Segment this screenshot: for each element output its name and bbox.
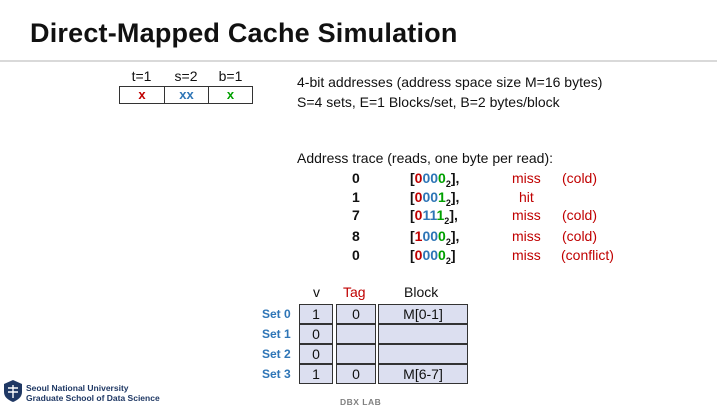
offset-bit: 0 — [438, 170, 446, 186]
trace-binary: [00002], — [410, 170, 460, 189]
trace-address: 7 — [352, 207, 360, 223]
trace-row: 1[00012],hit — [0, 189, 717, 209]
trace-result: miss — [512, 207, 541, 223]
trace-title: Address trace (reads, one byte per read)… — [297, 150, 554, 166]
offset-bit: 1 — [436, 207, 445, 223]
trace-row: 8[10002],miss(cold) — [0, 228, 717, 248]
valid-bit-cell: 0 — [299, 344, 333, 364]
trace-note: (cold) — [562, 207, 598, 223]
tag-column-header: Tag — [343, 284, 366, 300]
page-title: Direct-Mapped Cache Simulation — [30, 18, 458, 48]
trace-address: 0 — [352, 170, 360, 186]
base-subscript: 2 — [445, 178, 451, 189]
set-bits-label: s=2 — [174, 68, 198, 84]
tag-bit: 0 — [414, 207, 423, 223]
trace-note: (cold) — [562, 228, 598, 244]
set-bits: 11 — [422, 207, 437, 223]
set-bits: 00 — [422, 228, 439, 244]
block-cell — [378, 344, 468, 364]
offset-bit: 0 — [438, 247, 446, 263]
block-column-header: Block — [404, 284, 439, 300]
offset-bit: 0 — [438, 228, 446, 244]
trace-row: 0[00002],miss(cold) — [0, 170, 717, 190]
trace-address: 8 — [352, 228, 360, 244]
trace-note: (cold) — [562, 170, 598, 186]
tag-bit: 1 — [414, 228, 423, 244]
lab-name: DBX LAB — [340, 397, 382, 407]
block-cell: M[0-1] — [378, 304, 468, 324]
set-bits: 00 — [422, 170, 439, 186]
trace-result: hit — [519, 189, 534, 205]
tag-cell — [336, 324, 376, 344]
valid-bit-cell: 1 — [299, 364, 333, 384]
set-bits: 00 — [422, 247, 439, 263]
trace-row: 7[01112],miss(cold) — [0, 207, 717, 227]
valid-bit-cell: 1 — [299, 304, 333, 324]
trace-result: miss — [512, 247, 541, 263]
address-field-box: x xx x — [119, 86, 253, 104]
trace-result: miss — [512, 228, 541, 244]
base-subscript: 2 — [445, 236, 451, 247]
trace-result: miss — [512, 170, 541, 186]
tag-bit: 0 — [414, 247, 423, 263]
university-line-2: Graduate School of Data Science — [26, 393, 160, 403]
set-bits: 00 — [422, 189, 439, 205]
trace-binary: [00012], — [410, 189, 460, 208]
base-subscript: 2 — [445, 197, 451, 208]
tag-bits-cell: x — [120, 87, 165, 103]
university-line-1: Seoul National University — [26, 383, 129, 393]
base-subscript: 2 — [444, 215, 450, 226]
tag-bit: 0 — [414, 170, 423, 186]
set-label: Set 1 — [262, 327, 291, 341]
valid-bit-cell: 0 — [299, 324, 333, 344]
address-size-text: 4-bit addresses (address space size M=16… — [297, 74, 603, 90]
trace-address: 0 — [352, 247, 360, 263]
cache-parameters: 4-bit addresses (address space size M=16… — [297, 72, 602, 112]
university-logo-icon — [4, 380, 22, 402]
tag-cell — [336, 344, 376, 364]
offset-bit: 1 — [438, 189, 446, 205]
valid-column-header: v — [313, 284, 320, 300]
tag-bit: 0 — [414, 189, 423, 205]
tag-bits-label: t=1 — [131, 68, 152, 84]
tag-cell: 0 — [336, 304, 376, 324]
tag-cell: 0 — [336, 364, 376, 384]
offset-bits-label: b=1 — [218, 68, 243, 84]
trace-row: 0[00002]miss(conflict) — [0, 247, 717, 267]
trace-binary: [10002], — [410, 228, 460, 247]
address-field-labels: t=1 s=2 b=1 — [119, 68, 253, 84]
set-label: Set 3 — [262, 367, 291, 381]
set-bits-cell: xx — [165, 87, 209, 103]
block-cell — [378, 324, 468, 344]
set-label: Set 2 — [262, 347, 291, 361]
set-label: Set 0 — [262, 307, 291, 321]
block-cell: M[6-7] — [378, 364, 468, 384]
trace-address: 1 — [352, 189, 360, 205]
base-subscript: 2 — [445, 255, 451, 266]
trace-binary: [01112], — [410, 207, 458, 226]
cache-geometry-text: S=4 sets, E=1 Blocks/set, B=2 bytes/bloc… — [297, 94, 560, 110]
offset-bits-cell: x — [226, 87, 235, 102]
university-name: Seoul National University Graduate Schoo… — [26, 383, 160, 403]
trace-note: (conflict) — [561, 247, 614, 263]
title-divider — [0, 60, 717, 62]
trace-binary: [00002] — [410, 247, 456, 266]
